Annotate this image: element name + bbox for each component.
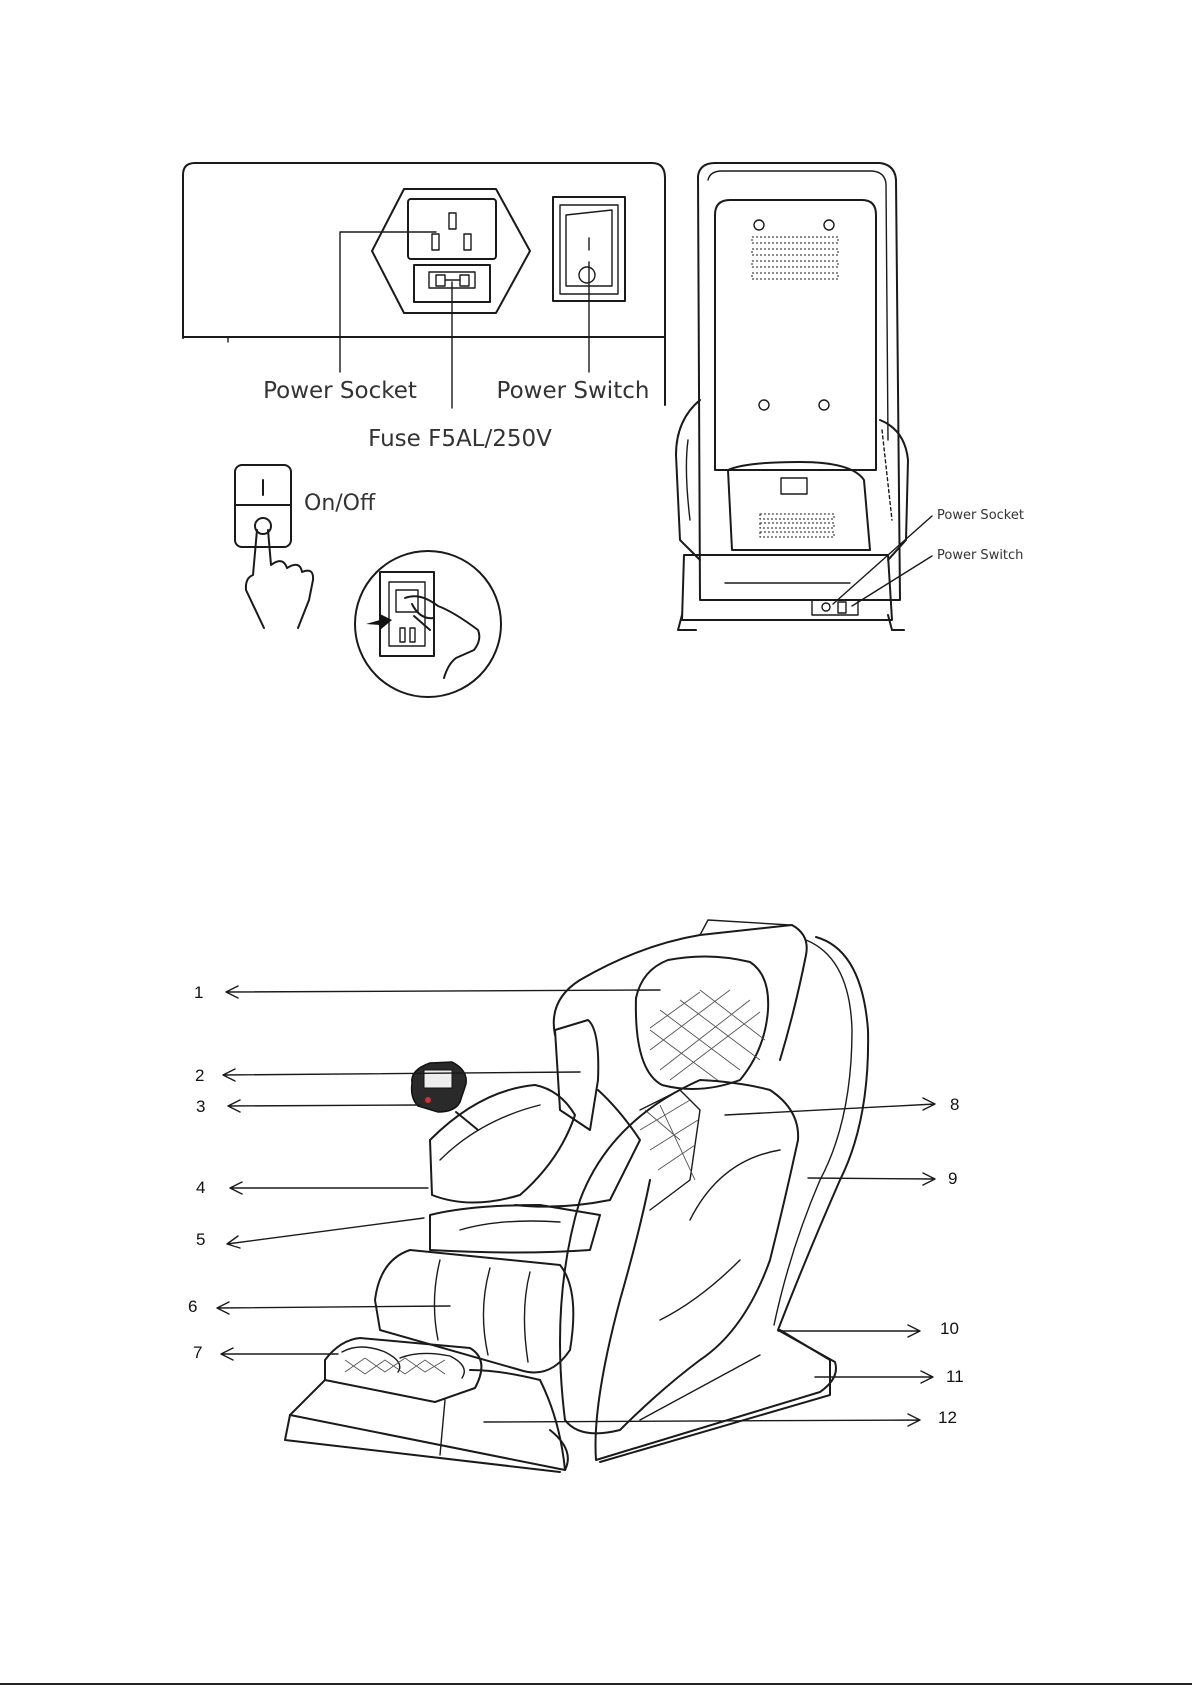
on-off-label: On/Off <box>304 491 376 516</box>
callout-arrows-right <box>484 1098 935 1426</box>
power-switch-label: Power Switch <box>497 378 650 404</box>
chair-power-switch-label: Power Switch <box>937 548 1023 563</box>
finger-icon <box>246 530 313 628</box>
back-vent-grille <box>752 237 838 279</box>
callout-7: 7 <box>193 1343 202 1362</box>
remote-control-icon <box>412 1062 478 1130</box>
power-socket-label: Power Socket <box>263 378 417 404</box>
callout-11: 11 <box>946 1367 964 1386</box>
massage-chair-parts-diagram: 1 2 3 4 5 6 7 8 9 10 11 12 <box>188 920 964 1472</box>
hand-icon <box>405 596 479 678</box>
callout-2: 2 <box>195 1066 204 1085</box>
callout-6: 6 <box>188 1297 197 1316</box>
power-panel-diagram: Power Socket Power Switch Fuse F5AL/250V <box>183 163 665 452</box>
callout-10: 10 <box>940 1319 959 1338</box>
callout-12: 12 <box>938 1408 957 1427</box>
callout-8: 8 <box>950 1095 959 1114</box>
callout-1: 1 <box>194 983 203 1002</box>
lower-vent-grille <box>760 514 834 537</box>
callout-5: 5 <box>196 1230 205 1249</box>
chair-back-view: Power Socket Power Switch <box>676 163 1024 630</box>
on-off-switch-illustration: On/Off <box>235 465 376 628</box>
callout-4: 4 <box>196 1178 205 1197</box>
calf-massager <box>375 1250 573 1373</box>
callout-3: 3 <box>196 1097 205 1116</box>
chair-power-socket-label: Power Socket <box>937 508 1024 523</box>
power-socket-icon <box>372 189 530 313</box>
unplug-illustration <box>355 551 501 697</box>
callout-9: 9 <box>948 1169 957 1188</box>
fuse-label: Fuse F5AL/250V <box>368 426 552 452</box>
